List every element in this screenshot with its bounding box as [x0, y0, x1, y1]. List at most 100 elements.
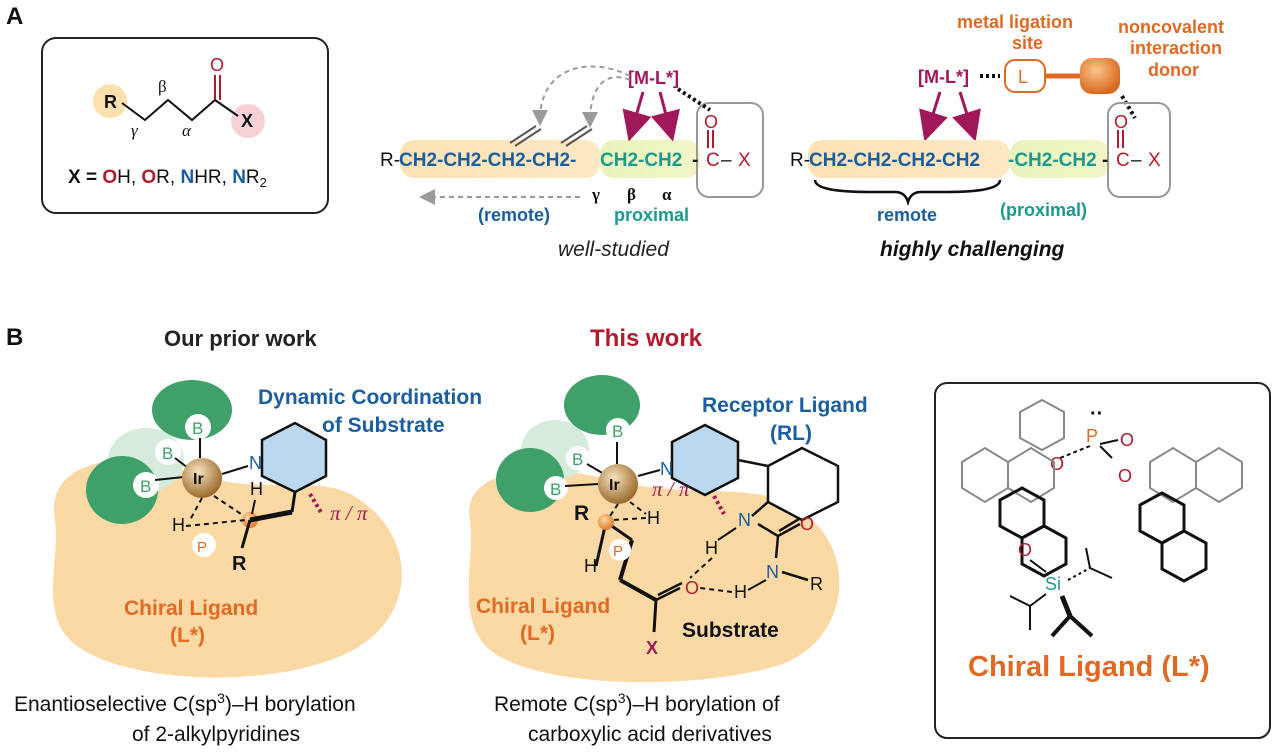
gray-arrow-2: [582, 76, 631, 128]
x-orb: [231, 104, 265, 138]
arrow-remote-2: [952, 91, 981, 142]
left-anthracene: [961, 398, 1065, 504]
this-r2: R: [810, 574, 823, 594]
box-o: O: [210, 55, 224, 75]
this-n: N: [660, 459, 673, 479]
prior-caption-2: of 2-alkylpyridines: [132, 723, 300, 746]
prior-r: R: [232, 553, 247, 575]
proximal-glow: [600, 140, 700, 178]
carbon-x: X: [738, 150, 751, 171]
carbon-x-right: X: [1148, 150, 1161, 171]
this-chiral-blob: [468, 470, 840, 683]
carbon-c: C: [706, 150, 720, 171]
this-ir-sphere: [598, 464, 638, 504]
ligand-p: P: [1086, 426, 1098, 446]
this-caption-1: Remote C(sp3)–H borylation of: [494, 690, 780, 716]
this-p-dot: [598, 514, 614, 530]
interaction-label: interaction: [1130, 38, 1222, 58]
box-x: X: [241, 111, 253, 131]
this-caption-2: carboxylic acid derivatives: [528, 723, 772, 746]
remote-glow-right: [808, 140, 1010, 178]
panel-a-letter: A: [6, 3, 23, 30]
prior-work-scheme: Our prior work B B B Ir N H H P R π / π …: [14, 326, 482, 746]
carbon-dash-right: –: [1131, 150, 1142, 171]
this-work-scheme: This work B B B Ir N N O N R H H: [468, 325, 868, 746]
chain-dash: -: [692, 150, 698, 171]
prior-caption-1: Enantioselective C(sp3)–H borylation: [14, 690, 356, 716]
chiral-ligand-box: ·· P O O O O Si: [934, 382, 1271, 739]
r-orb: [93, 84, 127, 118]
prior-n: N: [249, 453, 262, 473]
p-lone-pair: ··: [1090, 403, 1103, 425]
this-pyridine-ring: [670, 423, 740, 497]
label-proximal-right: (proximal): [1000, 200, 1087, 220]
chain-remote-right: CH2-CH2-CH2-CH2: [809, 150, 980, 171]
b-bubble-1: [185, 414, 211, 440]
ligand-title: Chiral Ligand (L*): [968, 651, 1210, 683]
caption-well-studied: well-studied: [558, 238, 670, 261]
arrow-alpha: [650, 91, 680, 142]
box-alpha: α: [182, 121, 192, 140]
ml-binding: [676, 87, 712, 112]
prior-b3: B: [140, 477, 151, 496]
donor-binding: [1120, 94, 1137, 120]
this-r: R: [574, 502, 589, 525]
carbonyl-box: [696, 102, 764, 198]
prior-h2: H: [172, 515, 185, 535]
this-b-bubble-3: [544, 476, 568, 500]
chain-prefix-right: R-: [790, 150, 810, 171]
caption-highly-challenging: highly challenging: [880, 238, 1065, 261]
box-beta: β: [158, 77, 167, 96]
chain-remote: CH2-CH2-CH2-CH2-: [399, 150, 576, 171]
label-remote-right: remote: [877, 205, 937, 225]
this-o1: O: [800, 514, 814, 534]
left-naphthyl: [998, 486, 1068, 578]
this-h4: H: [734, 582, 747, 602]
prior-chiral-1: Chiral Ligand: [124, 597, 258, 620]
box-gamma: γ: [131, 121, 139, 140]
prior-p: P: [197, 539, 207, 556]
ligand-si: Si: [1045, 574, 1061, 594]
this-x: X: [646, 638, 658, 658]
ligand-o3: O: [1118, 466, 1132, 486]
prior-title: Our prior work: [164, 326, 318, 351]
arrow-beta: [622, 91, 652, 142]
dynamic-line2: of Substrate: [322, 414, 445, 437]
this-b1: B: [612, 422, 623, 441]
chain-prefix: R-: [380, 150, 400, 171]
prior-pipi: π / π: [330, 501, 368, 525]
p-bubble: [192, 533, 216, 557]
pi-stack-lines: [308, 492, 324, 516]
green-orb-left: [86, 456, 158, 524]
arrow-remote-1: [919, 91, 948, 142]
carbonyl-box-right: [1107, 102, 1171, 198]
this-b3: B: [550, 480, 561, 499]
this-n2: N: [738, 510, 751, 530]
label-proximal: proximal: [614, 205, 689, 225]
panel-b-letter: B: [6, 324, 23, 351]
box-r: R: [104, 92, 117, 112]
donor-orb: [1080, 58, 1120, 94]
box-legend: X = OH, OR, NHR, NR2: [68, 167, 267, 190]
prior-b2: B: [162, 444, 173, 463]
this-n3: N: [766, 562, 779, 582]
this-title: This work: [590, 325, 703, 352]
this-b2: B: [572, 450, 583, 469]
generic-substrate-box: R β γ α O X X = OH, OR, NHR, NR2: [41, 37, 329, 214]
donor-label: donor: [1148, 60, 1199, 80]
pyridine-ring: [260, 421, 328, 494]
ligand-o1: O: [1050, 454, 1064, 474]
prior-h1: H: [250, 479, 263, 499]
this-ir: Ir: [609, 477, 620, 494]
l-letter: L: [1018, 67, 1028, 87]
ml-label: [M-L*]: [628, 68, 679, 88]
this-h1: H: [647, 508, 660, 528]
gray-arrow-1: [532, 65, 631, 126]
this-chiral-2: (L*): [520, 622, 555, 645]
ml-label-right: [M-L*]: [918, 67, 969, 87]
right-anthracene: [1149, 446, 1243, 504]
carbonyl-o-right: O: [1114, 112, 1128, 132]
this-h2: H: [584, 556, 597, 576]
label-beta: β: [627, 185, 636, 204]
remote-brace: [813, 179, 1002, 207]
